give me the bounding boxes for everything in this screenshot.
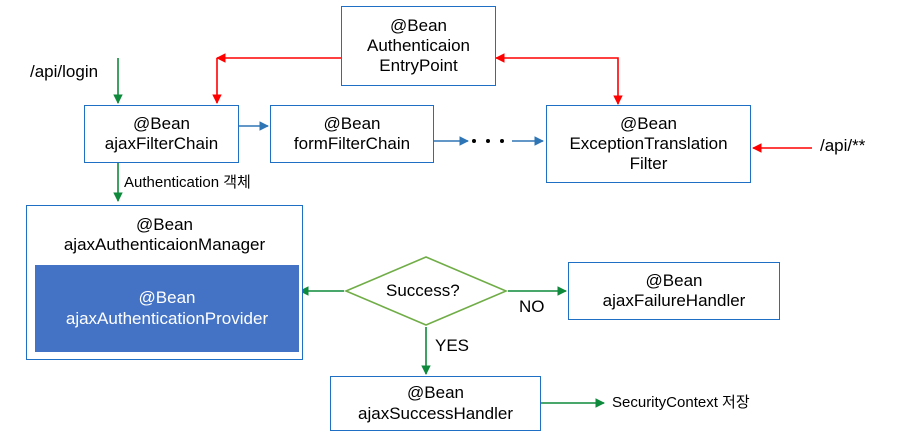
label-api-wildcard: /api/**	[820, 136, 866, 155]
node-authentication-entry-point[interactable]: @Bean Authenticaion EntryPoint	[341, 6, 496, 86]
success-handler-line1: @Bean	[407, 383, 464, 403]
node-ajax-authentication-provider[interactable]: @Bean ajaxAuthenticationProvider	[35, 265, 299, 352]
ellipsis-dot	[500, 139, 504, 143]
label-edge-no: NO	[519, 297, 545, 316]
node-ajax-filter-chain[interactable]: @Bean ajaxFilterChain	[84, 105, 239, 163]
ajax-filter-chain-line1: @Bean	[133, 113, 190, 133]
label-api-login: /api/login	[30, 62, 99, 81]
ajax-filter-chain-line2: ajaxFilterChain	[104, 134, 219, 153]
exception-filter-line2: ExceptionTranslation	[569, 133, 728, 153]
failure-handler-line1: @Bean	[645, 270, 703, 290]
manager-line1: @Bean	[136, 215, 193, 234]
form-filter-chain-line1: @Bean	[323, 113, 381, 133]
form-filter-chain-line2: formFilterChain	[293, 134, 411, 153]
provider-line2: ajaxAuthenticationProvider	[65, 308, 269, 328]
success-handler-line2: ajaxSuccessHandler	[358, 403, 513, 423]
exception-filter-line3: Filter	[629, 154, 668, 174]
exception-filter-line1: @Bean	[620, 113, 677, 133]
entry-point-line1: @Bean	[390, 15, 447, 35]
ellipsis-dot	[472, 139, 476, 143]
provider-line1: @Bean	[138, 288, 196, 308]
node-ajax-success-handler[interactable]: @Bean ajaxSuccessHandler	[330, 376, 541, 431]
manager-line2: ajaxAuthenticaionManager	[63, 235, 266, 255]
entry-point-line2: Authenticaion	[366, 35, 471, 55]
label-authentication-object: Authentication 객체	[124, 174, 251, 191]
node-exception-translation-filter[interactable]: @Bean ExceptionTranslation Filter	[546, 105, 751, 183]
decision-label-text: Success?	[386, 281, 460, 300]
failure-handler-line2: ajaxFailureHandler	[602, 291, 746, 310]
node-ajax-failure-handler[interactable]: @Bean ajaxFailureHandler	[568, 262, 780, 320]
edge-exceptionfilter-to-entrypoint	[495, 53, 623, 105]
ellipsis-dot	[486, 139, 490, 143]
decision-label: Success?	[386, 281, 460, 301]
label-security-context-save: SecurityContext 저장	[612, 394, 750, 411]
ellipsis-indicator	[472, 139, 504, 143]
node-form-filter-chain[interactable]: @Bean formFilterChain	[270, 105, 434, 163]
label-edge-yes: YES	[435, 336, 470, 355]
entry-point-line3: EntryPoint	[379, 56, 458, 76]
